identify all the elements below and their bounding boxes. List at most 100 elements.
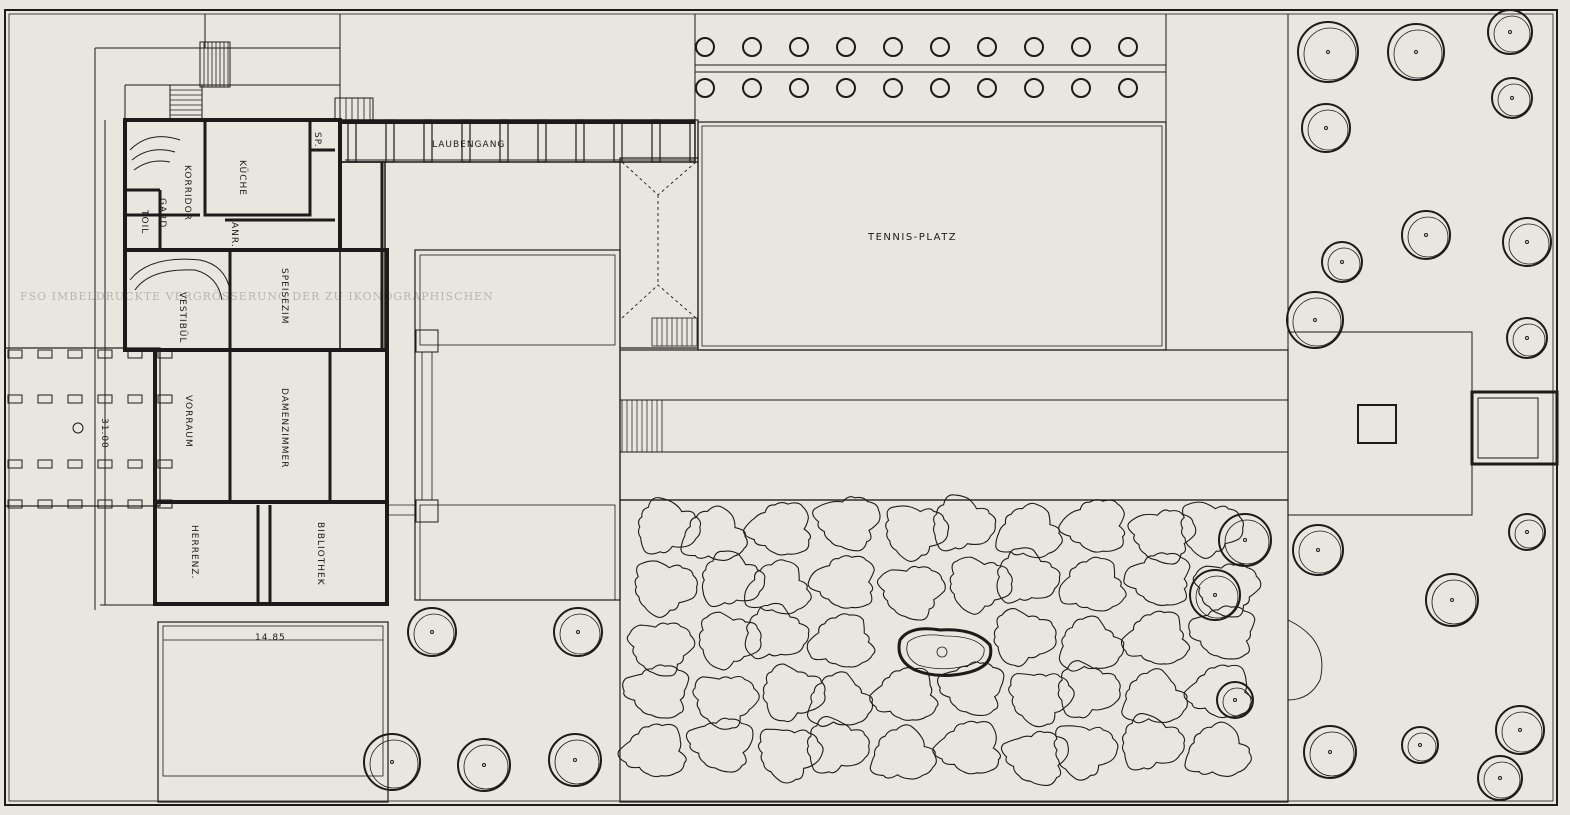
tree-crown-inner	[1407, 216, 1449, 258]
tree-crown-inner	[1407, 732, 1437, 762]
front-pergola: 31.00	[4, 347, 173, 509]
tree-crown-inner	[1309, 731, 1355, 777]
woodland-clump	[743, 502, 812, 556]
shrub-icon	[742, 78, 762, 98]
pergola-post	[127, 394, 143, 404]
shrub-icon	[742, 37, 762, 57]
tree-trunk-dot	[1510, 96, 1514, 100]
woodland-clump	[1180, 501, 1244, 559]
pergola-post	[37, 394, 53, 404]
tree-icon	[363, 733, 421, 791]
woodland-clump	[1008, 672, 1075, 728]
tree-trunk-dot	[430, 630, 434, 634]
tree-trunk-dot	[1324, 126, 1328, 130]
pavilion	[619, 157, 699, 349]
tree-icon	[1508, 513, 1546, 551]
woodland-clump	[812, 496, 881, 552]
woodland-clump	[617, 723, 687, 778]
shrub-icon	[1071, 78, 1091, 98]
tree-crown-inner	[1393, 29, 1443, 79]
shrub-icon	[836, 37, 856, 57]
woodland-clump	[932, 494, 997, 552]
width-dimension: 14.85	[255, 633, 286, 643]
woodland-clump	[698, 611, 762, 671]
pergola-side-wing	[339, 161, 386, 351]
tree-icon	[1477, 755, 1523, 801]
pergola-post	[651, 119, 661, 163]
shrub-icon	[1024, 78, 1044, 98]
laubengang-pergola: LAUBENGANG	[339, 119, 699, 163]
woodland-clump	[744, 602, 810, 660]
garden-axis-path	[619, 349, 1289, 501]
shrub-icon	[1024, 37, 1044, 57]
tree-icon	[407, 607, 457, 657]
woodland-clump	[1058, 499, 1126, 553]
woodland-clump	[806, 613, 876, 668]
pergola-post	[423, 119, 433, 163]
woodland-clump	[1121, 713, 1186, 771]
korridor-label: KORRIDOR	[182, 165, 192, 221]
woodland-clump	[1053, 725, 1119, 781]
tree-crown-inner	[369, 739, 419, 789]
woodland-clump	[869, 724, 937, 780]
tree-trunk-dot	[1525, 240, 1529, 244]
trees	[363, 9, 1552, 801]
speisezimmer-label: SPEISEZIM	[279, 268, 289, 324]
bibliothek-label: BIBLIOTHEK	[315, 522, 325, 586]
tree-icon	[1401, 726, 1439, 764]
tree-crown-inner	[1508, 223, 1550, 265]
tree-crown-inner	[1195, 575, 1239, 619]
tree-icon	[553, 607, 603, 657]
tree-trunk-dot	[576, 630, 580, 634]
tree-crown-inner	[1512, 323, 1546, 357]
tree-crown-inner	[1514, 519, 1544, 549]
tree-icon	[1491, 77, 1533, 119]
shrub-icon	[695, 37, 715, 57]
woodland-clump	[626, 622, 696, 677]
woodland-clump	[1184, 721, 1252, 777]
tree-icon	[548, 733, 602, 787]
tree-trunk-dot	[1340, 260, 1344, 264]
woodland-clump	[757, 728, 824, 784]
woodland-clump	[634, 560, 698, 618]
shrub-icon	[695, 78, 715, 98]
woodland-clump	[622, 664, 690, 719]
tree-icon	[1321, 241, 1363, 283]
tree-icon	[1401, 210, 1451, 260]
tree-trunk-dot	[1213, 593, 1217, 597]
terrace-yard: 14.85	[100, 120, 389, 803]
woodland-clump	[949, 556, 1013, 615]
tree-trunk-dot	[390, 760, 394, 764]
herrenzimmer-label: HERRENZ.	[189, 525, 199, 579]
pergola-post	[499, 119, 509, 163]
tree-trunk-dot	[482, 763, 486, 767]
woodland-clump	[1121, 668, 1188, 724]
woodland-clump	[936, 661, 1005, 717]
tree-trunk-dot	[1418, 743, 1422, 747]
tree-icon	[1425, 573, 1479, 627]
tennis-court: TENNIS-PLATZ	[697, 121, 1167, 351]
pergola-post	[67, 349, 83, 359]
tree-trunk-dot	[1498, 776, 1502, 780]
tree-crown-inner	[1431, 579, 1477, 625]
shrub-icon	[836, 78, 856, 98]
plan-border	[4, 9, 1558, 806]
vorraum-label: VORRAUM	[183, 395, 193, 448]
shrub-icon	[1071, 37, 1091, 57]
woodland-clump	[701, 550, 766, 608]
toilette-label: TOIL	[139, 209, 149, 234]
shrub-icon	[883, 78, 903, 98]
garderobe-label: GARD	[157, 198, 167, 228]
pergola-post	[67, 499, 83, 509]
tree-icon	[1303, 725, 1357, 779]
tree-crown-inner	[1497, 83, 1531, 117]
pergola-post	[67, 459, 83, 469]
shrub-icon	[1118, 78, 1138, 98]
tree-trunk-dot	[1424, 233, 1428, 237]
woodland-clump	[680, 505, 748, 561]
tree-crown-inner	[1501, 711, 1543, 753]
woodland-clump	[685, 717, 754, 773]
woodland-clump	[1127, 509, 1197, 565]
shrub-icon	[883, 37, 903, 57]
